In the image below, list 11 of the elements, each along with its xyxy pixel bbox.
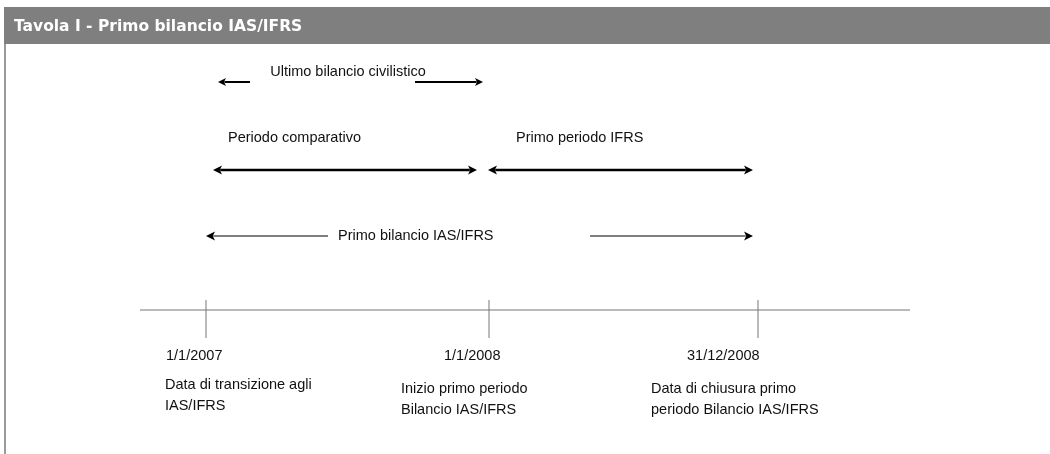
period-label: Data di chiusura primo periodo Bilancio IAS/IFRS <box>651 379 820 419</box>
title: Tavola I - Primo bilancio IAS/IFRS <box>14 16 303 35</box>
date-label: 1/1/2007 <box>166 346 224 365</box>
period-label: Primo bilancio IAS/IFRS <box>338 226 495 245</box>
date-label: 1/1/2008 <box>444 346 502 365</box>
period-label: Ultimo bilancio civilistico <box>269 62 427 81</box>
period-label: Data di transizione agli IAS/IFRS <box>165 375 313 415</box>
period-label: Primo periodo IFRS <box>516 128 645 147</box>
period-label: Inizio primo periodo Bilancio IAS/IFRS <box>401 379 529 419</box>
period-label: Periodo comparativo <box>228 128 362 147</box>
date-label: 31/12/2008 <box>687 346 761 365</box>
